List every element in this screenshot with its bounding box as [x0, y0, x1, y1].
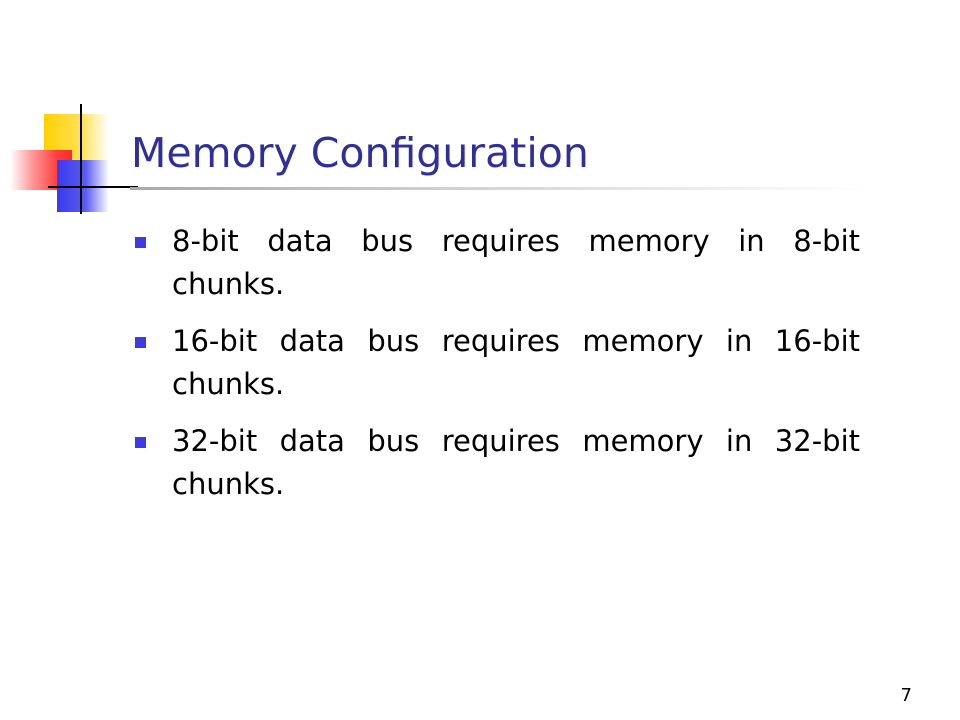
- square-bullet-icon: [135, 237, 146, 248]
- slide-title: Memory Configuration: [131, 129, 589, 177]
- page-number: 7: [900, 685, 912, 706]
- bullet-text: 32-bit data bus requires memory in 32-bi…: [172, 424, 860, 501]
- bullet-item: 8-bit data bus requires memory in 8-bit …: [132, 220, 860, 306]
- logo-horizontal-line: [48, 186, 138, 188]
- title-underline: [130, 187, 870, 190]
- bullet-item: 16-bit data bus requires memory in 16-bi…: [132, 320, 860, 406]
- square-bullet-icon: [135, 437, 146, 448]
- logo-vertical-line: [80, 104, 82, 214]
- bullet-text: 8-bit data bus requires memory in 8-bit …: [172, 224, 860, 301]
- bullet-item: 32-bit data bus requires memory in 32-bi…: [132, 420, 860, 506]
- square-bullet-icon: [135, 337, 146, 348]
- corner-squares-logo: [0, 0, 140, 230]
- bullet-text: 16-bit data bus requires memory in 16-bi…: [172, 324, 860, 401]
- bullet-list: 8-bit data bus requires memory in 8-bit …: [132, 220, 860, 520]
